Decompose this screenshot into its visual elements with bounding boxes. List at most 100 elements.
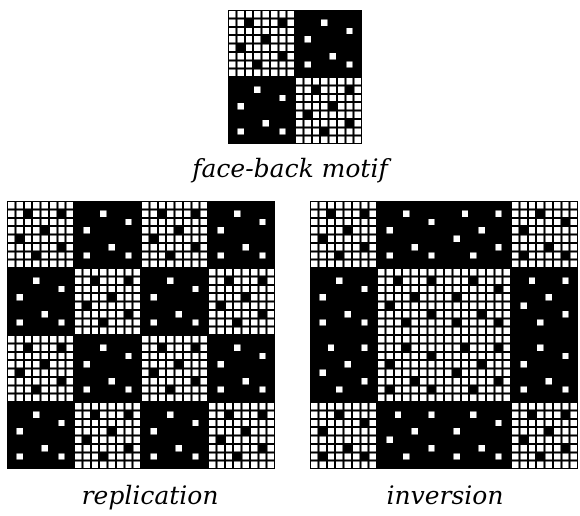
light-cell: [259, 294, 266, 301]
light-cell: [237, 11, 244, 18]
light-cell: [394, 344, 402, 351]
light-cell: [369, 210, 377, 217]
light-cell: [470, 310, 477, 318]
light-cell: [311, 436, 318, 443]
light-cell: [403, 327, 410, 335]
light-cell: [259, 319, 266, 326]
light-cell: [133, 461, 141, 469]
light-cell: [419, 285, 427, 293]
light-cell: [242, 327, 249, 335]
light-cell: [562, 436, 569, 443]
light-cell: [336, 202, 343, 209]
light-cell: [287, 36, 295, 43]
light-cell: [394, 411, 402, 418]
light-cell: [346, 136, 353, 144]
light-cell: [150, 243, 157, 251]
light-cell: [386, 269, 393, 276]
light-cell: [486, 327, 494, 335]
light-cell: [49, 336, 57, 343]
light-cell: [411, 277, 418, 284]
light-cell: [259, 403, 266, 410]
light-cell: [33, 344, 40, 351]
light-cell: [287, 19, 295, 26]
light-cell: [419, 277, 427, 284]
light-cell: [41, 377, 48, 385]
light-cell: [528, 218, 536, 226]
light-cell: [125, 428, 132, 435]
light-cell: [100, 428, 107, 435]
light-cell: [346, 78, 353, 85]
light-cell: [91, 453, 99, 460]
light-cell: [346, 111, 353, 118]
light-cell: [41, 243, 48, 251]
light-cell: [361, 411, 368, 418]
light-cell: [150, 453, 157, 460]
light-cell: [242, 377, 249, 385]
light-cell: [361, 403, 368, 410]
light-cell: [461, 210, 469, 217]
light-cell: [486, 294, 494, 301]
light-cell: [428, 394, 435, 402]
light-cell: [344, 361, 351, 368]
light-cell: [183, 394, 191, 402]
light-cell: [453, 269, 460, 276]
light-cell: [537, 260, 544, 268]
light-cell: [75, 428, 82, 435]
light-cell: [470, 269, 477, 276]
light-cell: [352, 252, 360, 259]
light-cell: [33, 411, 40, 418]
light-cell: [495, 361, 502, 368]
light-cell: [537, 319, 544, 326]
light-cell: [66, 386, 74, 393]
light-cell: [453, 277, 460, 284]
light-cell: [217, 310, 224, 318]
light-cell: [142, 361, 149, 368]
light-cell: [209, 327, 216, 335]
light-cell: [237, 69, 244, 77]
light-cell: [537, 344, 544, 351]
light-cell: [183, 218, 191, 226]
light-cell: [361, 377, 368, 385]
light-cell: [16, 377, 23, 385]
light-cell: [116, 436, 124, 443]
light-cell: [336, 419, 343, 427]
light-cell: [478, 277, 485, 284]
light-cell: [537, 444, 544, 452]
light-cell: [100, 403, 107, 410]
light-cell: [570, 227, 578, 234]
light-cell: [100, 277, 107, 284]
light-cell: [108, 243, 115, 251]
light-cell: [478, 302, 485, 309]
light-cell: [116, 269, 124, 276]
light-cell: [486, 361, 494, 368]
light-cell: [470, 285, 477, 293]
light-cell: [312, 78, 320, 85]
light-cell: [250, 310, 258, 318]
light-cell: [183, 386, 191, 393]
light-cell: [545, 411, 552, 418]
light-cell: [58, 227, 65, 234]
light-cell: [537, 202, 544, 209]
light-cell: [167, 235, 174, 242]
light-cell: [329, 52, 336, 60]
light-cell: [327, 344, 335, 351]
light-cell: [66, 227, 74, 234]
light-cell: [461, 327, 469, 335]
light-cell: [175, 260, 182, 268]
light-cell: [125, 294, 132, 301]
light-cell: [361, 227, 368, 234]
light-cell: [419, 319, 427, 326]
light-cell: [267, 285, 275, 293]
light-cell: [200, 210, 208, 217]
light-cell: [116, 319, 124, 326]
light-cell: [327, 218, 335, 226]
light-cell: [378, 285, 385, 293]
light-cell: [250, 302, 258, 309]
light-cell: [329, 128, 336, 135]
light-cell: [150, 218, 157, 226]
light-cell: [369, 428, 377, 435]
light-cell: [495, 294, 502, 301]
light-cell: [378, 377, 385, 385]
light-cell: [83, 310, 90, 318]
light-cell: [520, 461, 527, 469]
